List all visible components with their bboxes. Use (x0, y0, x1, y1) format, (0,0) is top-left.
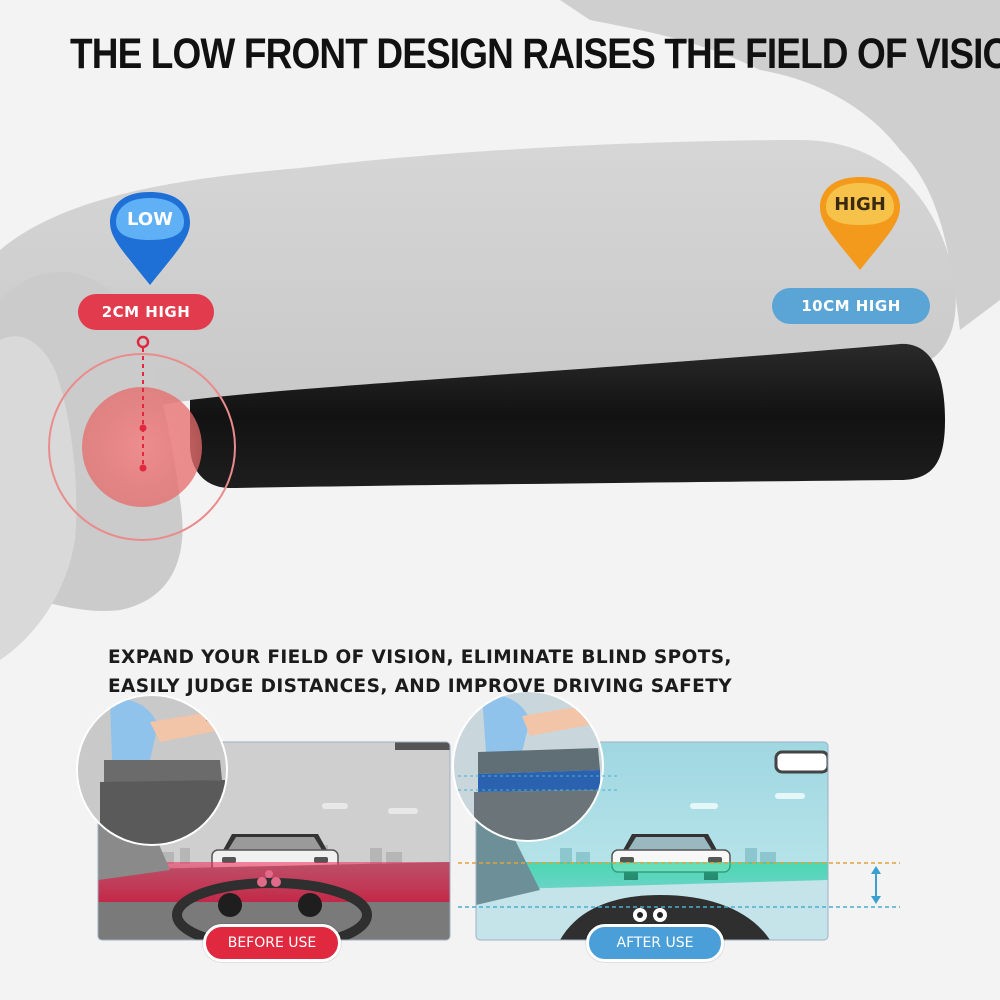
high-pin-label: HIGH (834, 194, 886, 215)
after-use-label: AFTER USE (586, 924, 724, 962)
dimension-dot (139, 424, 147, 432)
after-inset (454, 692, 602, 840)
thigh-silhouette (0, 140, 956, 640)
panel-text-line-2: EASILY JUDGE DISTANCES, AND IMPROVE DRIV… (108, 676, 733, 697)
calf-silhouette (0, 336, 77, 660)
low-pin-label: LOW (127, 209, 173, 230)
high-height-pill: 10CM HIGH (772, 288, 930, 324)
rear-view-mirror-icon (774, 750, 828, 774)
before-use-label: BEFORE USE (203, 924, 341, 962)
low-height-pill: 2CM HIGH (78, 294, 214, 330)
torso-silhouette (560, 0, 1000, 330)
seat-cushion (190, 343, 945, 488)
headline: THE LOW FRONT DESIGN RAISES THE FIELD OF… (70, 30, 1000, 78)
panel-text-line-1: EXPAND YOUR FIELD OF VISION, ELIMINATE B… (108, 647, 732, 668)
dimension-dot (139, 464, 147, 472)
front-highlight-ring (48, 353, 236, 541)
before-inset (78, 696, 226, 844)
height-difference-arrow-icon (871, 866, 881, 904)
dimension-origin-dot (136, 335, 150, 349)
